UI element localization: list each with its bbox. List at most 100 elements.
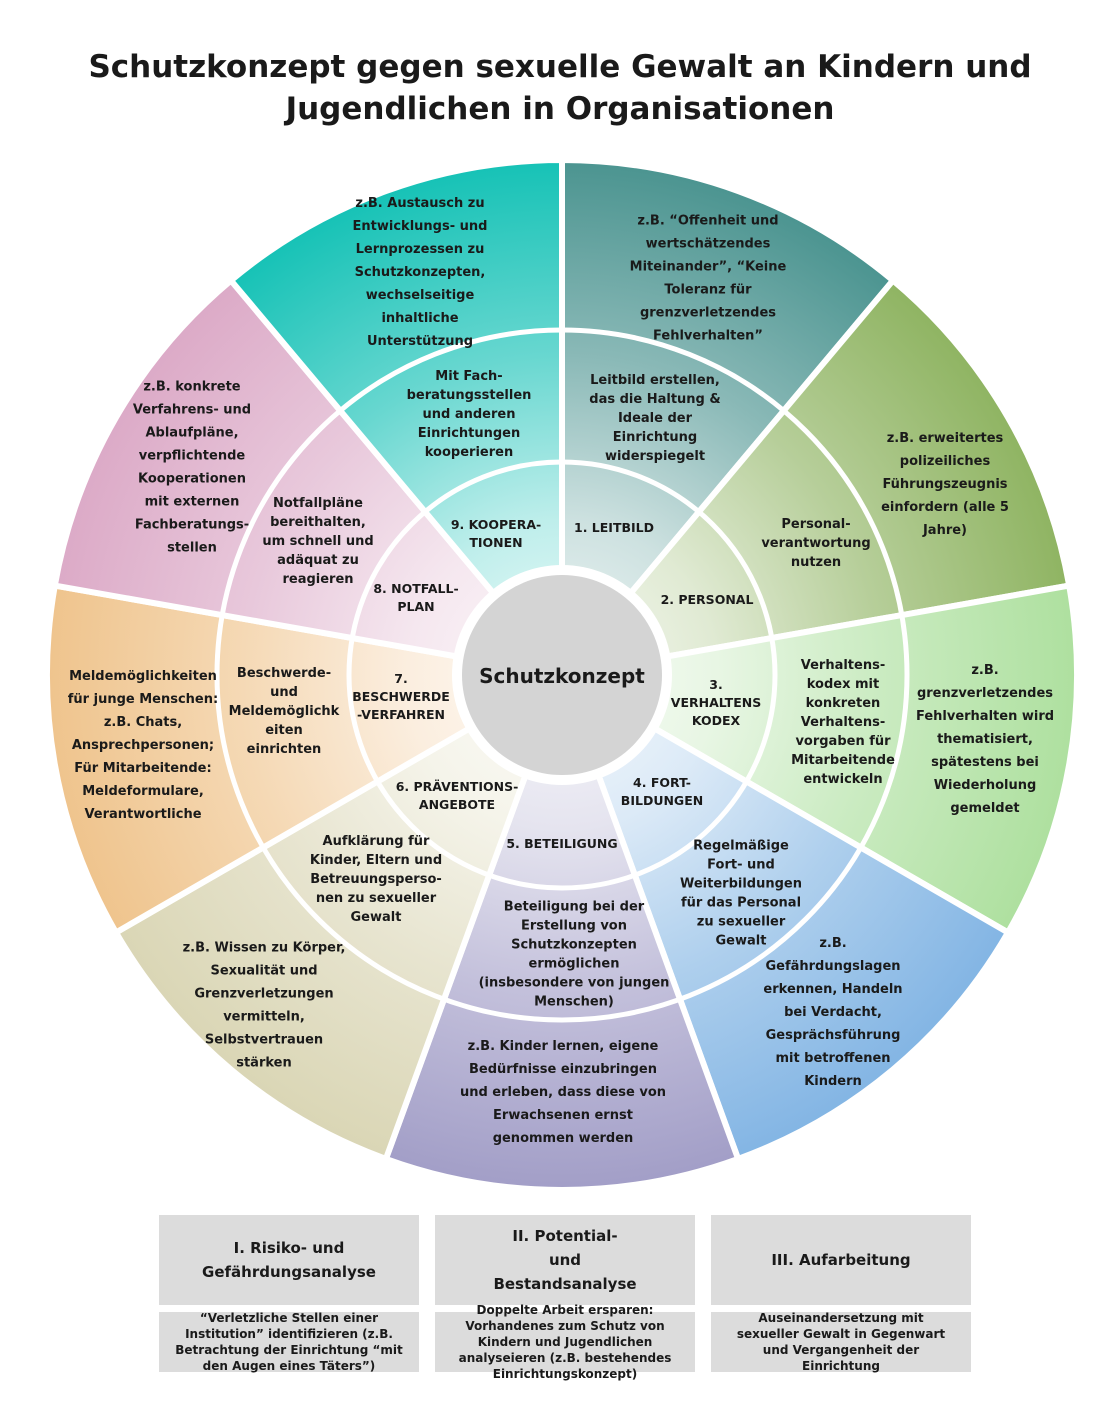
kooperationen-outer-line: Schutzkonzepten, — [355, 265, 486, 280]
notfallplan-outer-line: Fachberatungs- — [135, 518, 249, 533]
beschwerdeverfahren-outer-line: Ansprechpersonen; — [72, 738, 214, 753]
sector-fortbildungen — [559, 672, 1011, 1162]
notfallplan-middle-line: bereithalten, — [270, 515, 366, 530]
leitbild-inner-line: 1. LEITBILD — [574, 520, 654, 535]
beschwerdeverfahren-inner-line: 7. — [394, 671, 407, 686]
center-circle — [462, 575, 662, 775]
kooperationen-middle-line: kooperieren — [425, 445, 513, 460]
beteiligung-outer-line: z.B. Kinder lernen, eigene — [468, 1039, 659, 1054]
sector-praeventionsangebote — [113, 672, 565, 1162]
beteiligung-outer-line: Erwachsenen ernst — [493, 1108, 633, 1123]
praeventionsangebote-outer-line: z.B. Wissen zu Körper, — [183, 941, 346, 956]
analysis-bestand-description: Doppelte Arbeit ersparen: Vorhandenes zu… — [435, 1303, 695, 1381]
verhaltenskodex-middle-line: entwickeln — [803, 772, 882, 787]
fortbildungen-middle-line: für das Personal — [681, 896, 801, 911]
kooperationen-outer-line: Entwicklungs- und — [353, 219, 488, 234]
verhaltenskodex-outer-line: spätestens bei — [931, 755, 1039, 770]
leitbild-outer-line: z.B. “Offenheit und — [637, 214, 778, 229]
sector-notfallplan — [51, 277, 565, 678]
beteiligung-outer-line: genommen werden — [493, 1131, 634, 1146]
praeventionsangebote-middle-line: Kinder, Eltern und — [310, 853, 442, 868]
leitbild-inner-text: 1. LEITBILD — [574, 520, 654, 535]
fortbildungen-outer-line: Kindern — [804, 1074, 862, 1089]
praeventionsangebote-inner-line: ANGEBOTE — [419, 797, 495, 812]
leitbild-middle-line: Ideale der — [618, 411, 693, 426]
personal-outer-line: z.B. erweitertes — [887, 431, 1004, 446]
personal-inner-text: 2. PERSONAL — [661, 592, 754, 607]
notfallplan-outer-line: z.B. konkrete — [143, 380, 240, 395]
praeventionsangebote-outer-line: Sexualität und — [210, 964, 317, 979]
praeventionsangebote-middle-line: nen zu sexueller — [316, 891, 437, 906]
sector-kooperationen — [228, 157, 565, 678]
fortbildungen-inner-text: 4. FORT-BILDUNGEN — [621, 775, 703, 808]
personal-outer-line: Jahre) — [922, 523, 967, 538]
beteiligung-middle-line: (insbesondere von jungen — [479, 976, 670, 991]
analysis-bestand-title: II. Potential- und Bestandsanalyse — [435, 1215, 695, 1305]
kooperationen-middle-line: und anderen — [423, 407, 516, 422]
praeventionsangebote-outer-line: Selbstvertrauen — [205, 1033, 323, 1048]
notfallplan-inner-line: PLAN — [397, 599, 434, 614]
praeventionsangebote-outer-line: vermitteln, — [223, 1010, 305, 1025]
beschwerdeverfahren-middle-line: und — [270, 685, 298, 700]
praeventionsangebote-middle-line: Betreuungsperso- — [310, 872, 442, 887]
praeventionsangebote-inner-line: 6. PRÄVENTIONS- — [396, 779, 519, 794]
notfallplan-middle-line: Notfallpläne — [273, 496, 363, 511]
beschwerdeverfahren-inner-line: BESCHWERDE — [352, 689, 450, 704]
beteiligung-inner-text: 5. BETEILIGUNG — [506, 836, 617, 851]
fortbildungen-inner-line: BILDUNGEN — [621, 793, 703, 808]
fortbildungen-outer-line: erkennen, Handeln — [763, 982, 902, 997]
personal-inner-line: 2. PERSONAL — [661, 592, 754, 607]
sector-beschwerdeverfahren — [43, 582, 565, 936]
verhaltenskodex-inner-line: KODEX — [692, 713, 741, 728]
fortbildungen-middle-line: Weiterbildungen — [680, 877, 802, 892]
fortbildungen-middle-line: Gewalt — [716, 934, 767, 949]
praeventionsangebote-inner-text: 6. PRÄVENTIONS- ANGEBOTE — [396, 779, 519, 812]
leitbild-middle-text: Leitbild erstellen,das die Haltung &Idea… — [589, 373, 720, 464]
sector-beteiligung — [382, 672, 742, 1193]
sector-verhaltenskodex — [559, 582, 1081, 936]
notfallplan-outer-line: Ablaufpläne, — [145, 426, 238, 441]
verhaltenskodex-middle-line: Verhaltens- — [801, 715, 885, 730]
kooperationen-outer-line: wechselseitige — [366, 288, 475, 303]
beteiligung-middle-line: Menschen) — [534, 995, 614, 1010]
kooperationen-inner-text: 9. KOOPERA-TIONEN — [451, 517, 541, 550]
beteiligung-outer-line: und erleben, dass diese von — [460, 1085, 666, 1100]
beschwerdeverfahren-middle-line: Beschwerde- — [237, 666, 331, 681]
beteiligung-middle-line: Erstellung von — [521, 919, 627, 934]
verhaltenskodex-middle-line: Mitarbeitende — [791, 753, 895, 768]
praeventionsangebote-outer-line: Grenzverletzungen — [194, 987, 333, 1002]
personal-outer-line: Führungszeugnis — [882, 477, 1007, 492]
beschwerdeverfahren-outer-line: für junge Menschen: — [68, 692, 218, 707]
fortbildungen-outer-line: mit betroffenen — [775, 1051, 890, 1066]
sector-leitbild — [559, 157, 896, 678]
fortbildungen-middle-line: Regelmäßige — [693, 839, 789, 854]
beschwerdeverfahren-outer-line: Meldeformulare, — [82, 784, 204, 799]
kooperationen-outer-line: inhaltliche — [381, 311, 458, 326]
verhaltenskodex-middle-line: Verhaltens- — [801, 658, 885, 673]
analysis-risiko-title: I. Risiko- und Gefährdungsanalyse — [159, 1215, 419, 1305]
kooperationen-middle-line: Mit Fach- — [435, 369, 502, 384]
notfallplan-outer-line: Verfahrens- und — [133, 403, 251, 418]
beschwerdeverfahren-outer-line: Verantwortliche — [84, 807, 201, 822]
leitbild-outer-line: Fehlverhalten” — [653, 329, 763, 344]
center-label: Schutzkonzept — [479, 664, 645, 688]
title-line-1: Schutzkonzept gegen sexuelle Gewalt an K… — [88, 49, 1032, 85]
notfallplan-middle-line: reagieren — [282, 572, 353, 587]
verhaltenskodex-middle-line: konkreten — [806, 696, 881, 711]
sector-personal — [559, 277, 1073, 678]
praeventionsangebote-middle-line: Gewalt — [351, 910, 402, 925]
leitbild-outer-line: wertschätzendes — [646, 237, 771, 252]
leitbild-outer-line: Toleranz für — [664, 283, 752, 298]
kooperationen-inner-line: TIONEN — [469, 535, 522, 550]
